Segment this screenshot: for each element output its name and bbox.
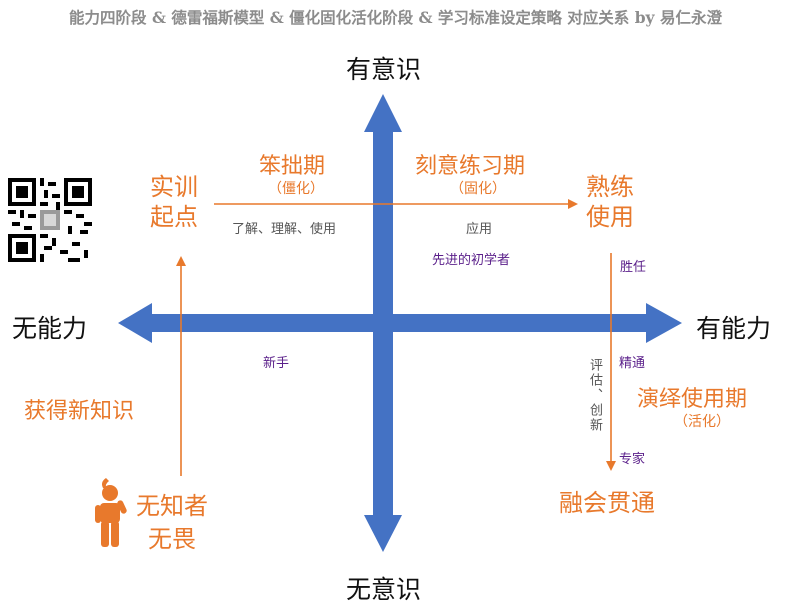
qr-code-icon xyxy=(8,178,92,262)
note-evaluate-create: 评估、创新 xyxy=(587,358,602,433)
stage-training-start: 实训 起点 xyxy=(150,173,198,231)
period-deductive: 演绎使用期 xyxy=(637,387,748,412)
stage-fearless-line1: 无知者 xyxy=(136,492,208,520)
period-clumsy-sub: （僵化） xyxy=(268,181,324,197)
horizontal-axis-arrow xyxy=(118,303,682,343)
dreyfus-competent: 胜任 xyxy=(620,260,647,275)
dreyfus-proficient: 精通 xyxy=(619,356,646,371)
stage-integration: 融会贯通 xyxy=(559,489,655,517)
period-clumsy: 笨拙期 xyxy=(259,154,326,179)
axis-label-competent: 有能力 xyxy=(696,314,772,343)
axis-label-conscious: 有意识 xyxy=(346,55,422,84)
axis-label-incompetent: 无能力 xyxy=(12,314,88,343)
period-deliberate: 刻意练习期 xyxy=(415,154,526,179)
stage-new-knowledge: 获得新知识 xyxy=(24,399,135,424)
stage-skilled-use: 熟练 使用 xyxy=(586,173,634,231)
period-deductive-sub: （活化） xyxy=(674,414,730,430)
vertical-axis-arrow xyxy=(364,94,402,552)
stage-fearless-line2: 无畏 xyxy=(148,525,196,553)
dreyfus-expert: 专家 xyxy=(619,452,646,467)
axis-label-unconscious: 无意识 xyxy=(346,575,422,604)
dreyfus-novice: 新手 xyxy=(263,356,290,371)
period-deliberate-sub: （固化） xyxy=(450,181,506,197)
note-understand-use: 了解、理解、使用 xyxy=(232,222,337,237)
note-apply: 应用 xyxy=(466,222,493,237)
person-thinking-icon xyxy=(95,478,127,547)
page-title: 能力四阶段 & 德雷福斯模型 & 僵化固化活化阶段 & 学习标准设定策略 对应关… xyxy=(69,8,722,27)
dreyfus-advanced-beginner: 先进的初学者 xyxy=(432,253,511,268)
